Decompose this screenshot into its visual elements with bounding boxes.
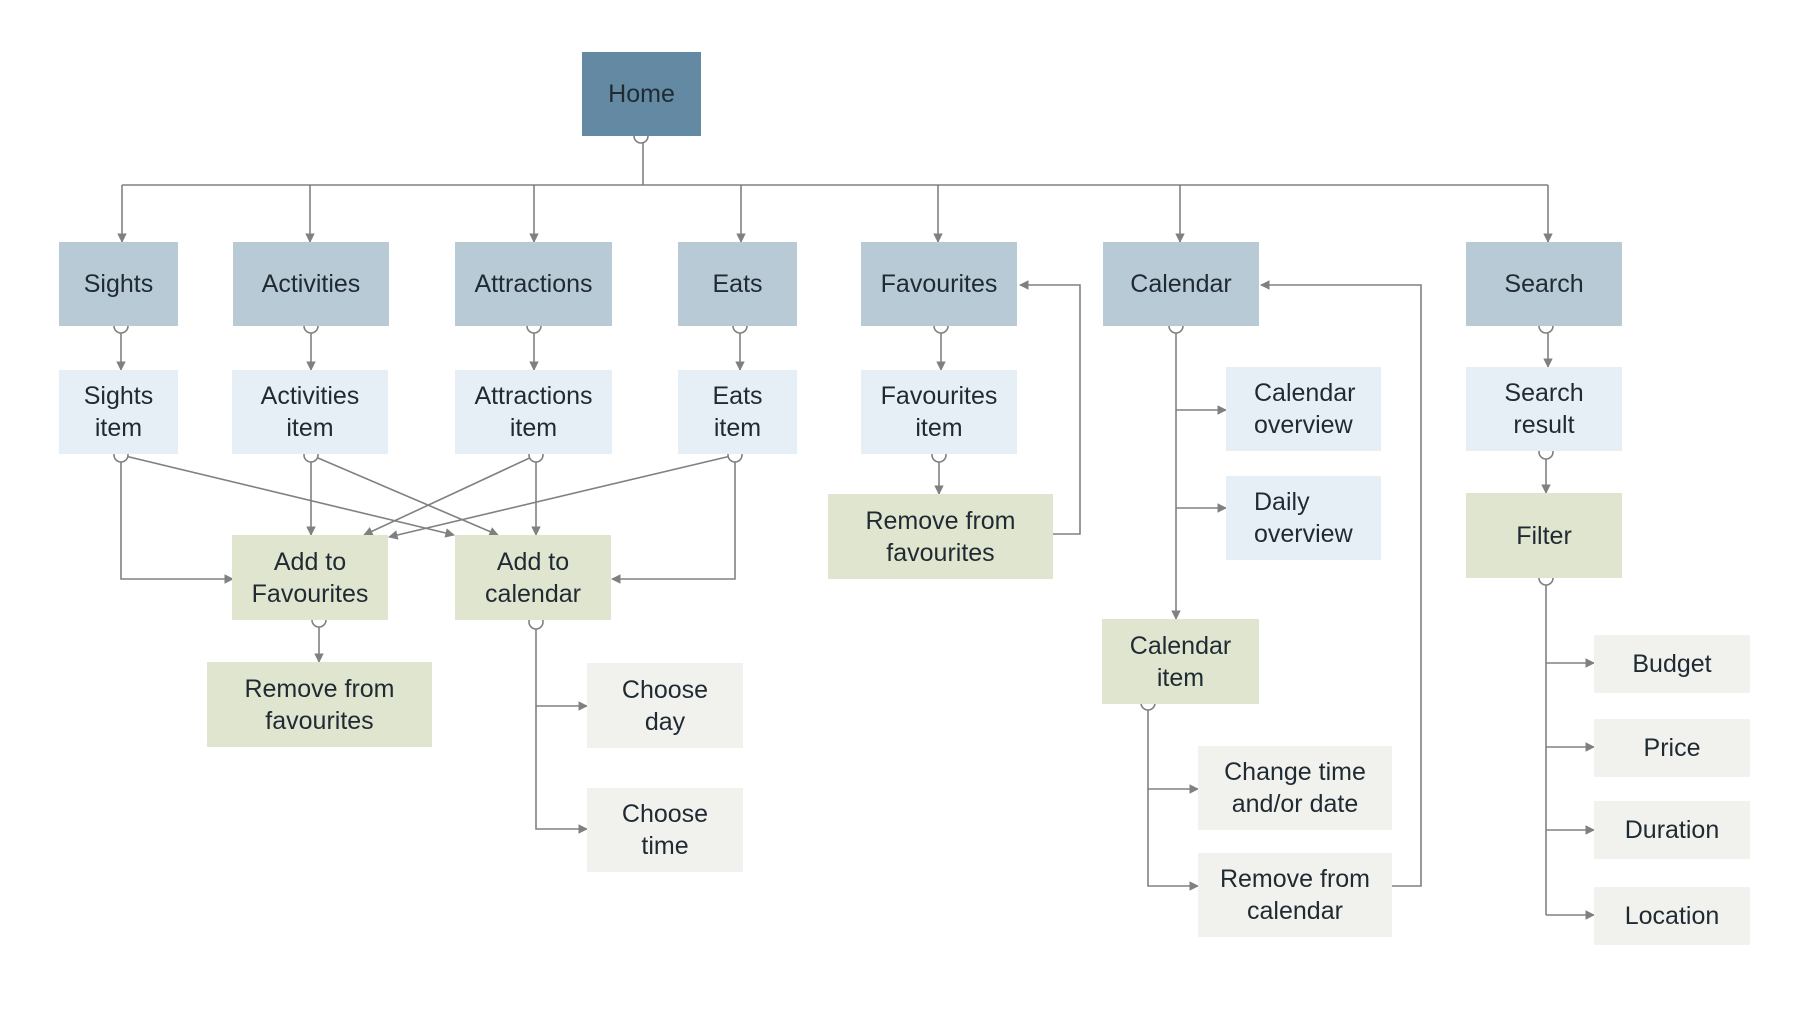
node-filter-label: Filter xyxy=(1516,521,1572,550)
node-price-label: Price xyxy=(1643,734,1701,762)
node-sights[interactable]: Sights xyxy=(59,242,178,326)
node-attractions-item[interactable]: Attractions item xyxy=(455,370,612,454)
node-search[interactable]: Search xyxy=(1466,242,1622,326)
node-duration[interactable]: Duration xyxy=(1594,801,1750,859)
node-activities-item-label: Activities item xyxy=(260,382,360,442)
connector-addcal-day xyxy=(535,622,588,711)
connector-calitem-remove xyxy=(1147,789,1199,891)
node-add-to-calendar[interactable]: Add to calendar xyxy=(455,535,611,620)
node-sights-item[interactable]: Sights item xyxy=(59,370,178,454)
node-favourites-label: Favourites xyxy=(880,270,998,298)
node-activities-label: Activities xyxy=(261,270,361,298)
node-price[interactable]: Price xyxy=(1594,719,1750,777)
node-add-to-favourites-label: Add to Favourites xyxy=(251,547,369,608)
node-duration-label: Duration xyxy=(1624,816,1720,844)
node-eats-item[interactable]: Eats item xyxy=(678,370,797,454)
node-calendar[interactable]: Calendar xyxy=(1103,242,1259,326)
node-activities-item[interactable]: Activities item xyxy=(232,370,388,454)
connector-attractions-favourites xyxy=(363,454,537,536)
node-calendar-overview-label: Calendar overview xyxy=(1254,379,1356,439)
node-daily-overview[interactable]: Daily overview xyxy=(1226,476,1381,560)
node-remove-from-favourites-item[interactable]: Remove from favourites xyxy=(828,494,1053,579)
node-home[interactable]: Home xyxy=(582,52,701,136)
node-search-result-label: Search result xyxy=(1504,379,1584,439)
node-remove-from-favourites-item-label: Remove from favourites xyxy=(865,506,1016,567)
connector-eats-calendar xyxy=(611,455,736,584)
node-budget-label: Budget xyxy=(1632,650,1712,678)
node-calendar-overview[interactable]: Calendar overview xyxy=(1226,367,1381,451)
connector-addcal-time xyxy=(535,706,588,834)
node-choose-time[interactable]: Choose time xyxy=(587,788,743,872)
node-remove-from-calendar[interactable]: Remove from calendar xyxy=(1198,853,1392,937)
node-location[interactable]: Location xyxy=(1594,887,1750,945)
node-attractions[interactable]: Attractions xyxy=(455,242,612,326)
node-search-result[interactable]: Search result xyxy=(1466,367,1622,451)
node-favourites[interactable]: Favourites xyxy=(861,242,1017,326)
connector-sights-calendar xyxy=(120,454,455,538)
connector-calitem-change xyxy=(1147,703,1199,794)
node-choose-time-label: Choose time xyxy=(621,800,709,860)
connector-sights-favourites xyxy=(120,455,234,584)
node-activities[interactable]: Activities xyxy=(233,242,389,326)
node-change-time-date[interactable]: Change time and/or date xyxy=(1198,746,1392,830)
node-eats[interactable]: Eats xyxy=(678,242,797,326)
node-attractions-label: Attractions xyxy=(474,270,593,298)
node-calendar-item-label: Calendar item xyxy=(1129,631,1232,692)
node-filter[interactable]: Filter xyxy=(1466,493,1622,578)
node-change-time-date-label: Change time and/or date xyxy=(1224,758,1366,818)
node-attractions-item-label: Attractions item xyxy=(474,382,593,442)
node-eats-item-label: Eats item xyxy=(712,382,763,442)
node-favourites-item[interactable]: Favourites item xyxy=(861,370,1017,454)
node-favourites-item-label: Favourites item xyxy=(880,382,998,442)
node-remove-from-favourites[interactable]: Remove from favourites xyxy=(207,662,432,747)
node-search-label: Search xyxy=(1504,270,1584,298)
node-daily-overview-label: Daily overview xyxy=(1254,488,1353,548)
node-sights-label: Sights xyxy=(83,270,154,298)
node-home-label: Home xyxy=(608,80,675,108)
connector-activities-calendar xyxy=(310,454,499,537)
node-budget[interactable]: Budget xyxy=(1594,635,1750,693)
connector-remove-back-favourites xyxy=(1019,280,1081,535)
node-choose-day-label: Choose day xyxy=(621,675,709,736)
node-calendar-item[interactable]: Calendar item xyxy=(1102,619,1259,704)
node-add-to-favourites[interactable]: Add to Favourites xyxy=(232,535,388,620)
node-eats-label: Eats xyxy=(712,270,763,298)
node-add-to-calendar-label: Add to calendar xyxy=(485,547,581,608)
connector-eats-favourites xyxy=(388,454,736,540)
node-location-label: Location xyxy=(1624,902,1720,930)
node-remove-from-calendar-label: Remove from calendar xyxy=(1219,865,1371,925)
node-sights-item-label: Sights item xyxy=(83,382,154,442)
node-calendar-label: Calendar xyxy=(1130,270,1232,298)
node-remove-from-favourites-label: Remove from favourites xyxy=(244,674,395,735)
connector-remove-back-calendar xyxy=(1260,280,1422,887)
node-choose-day[interactable]: Choose day xyxy=(587,663,743,748)
